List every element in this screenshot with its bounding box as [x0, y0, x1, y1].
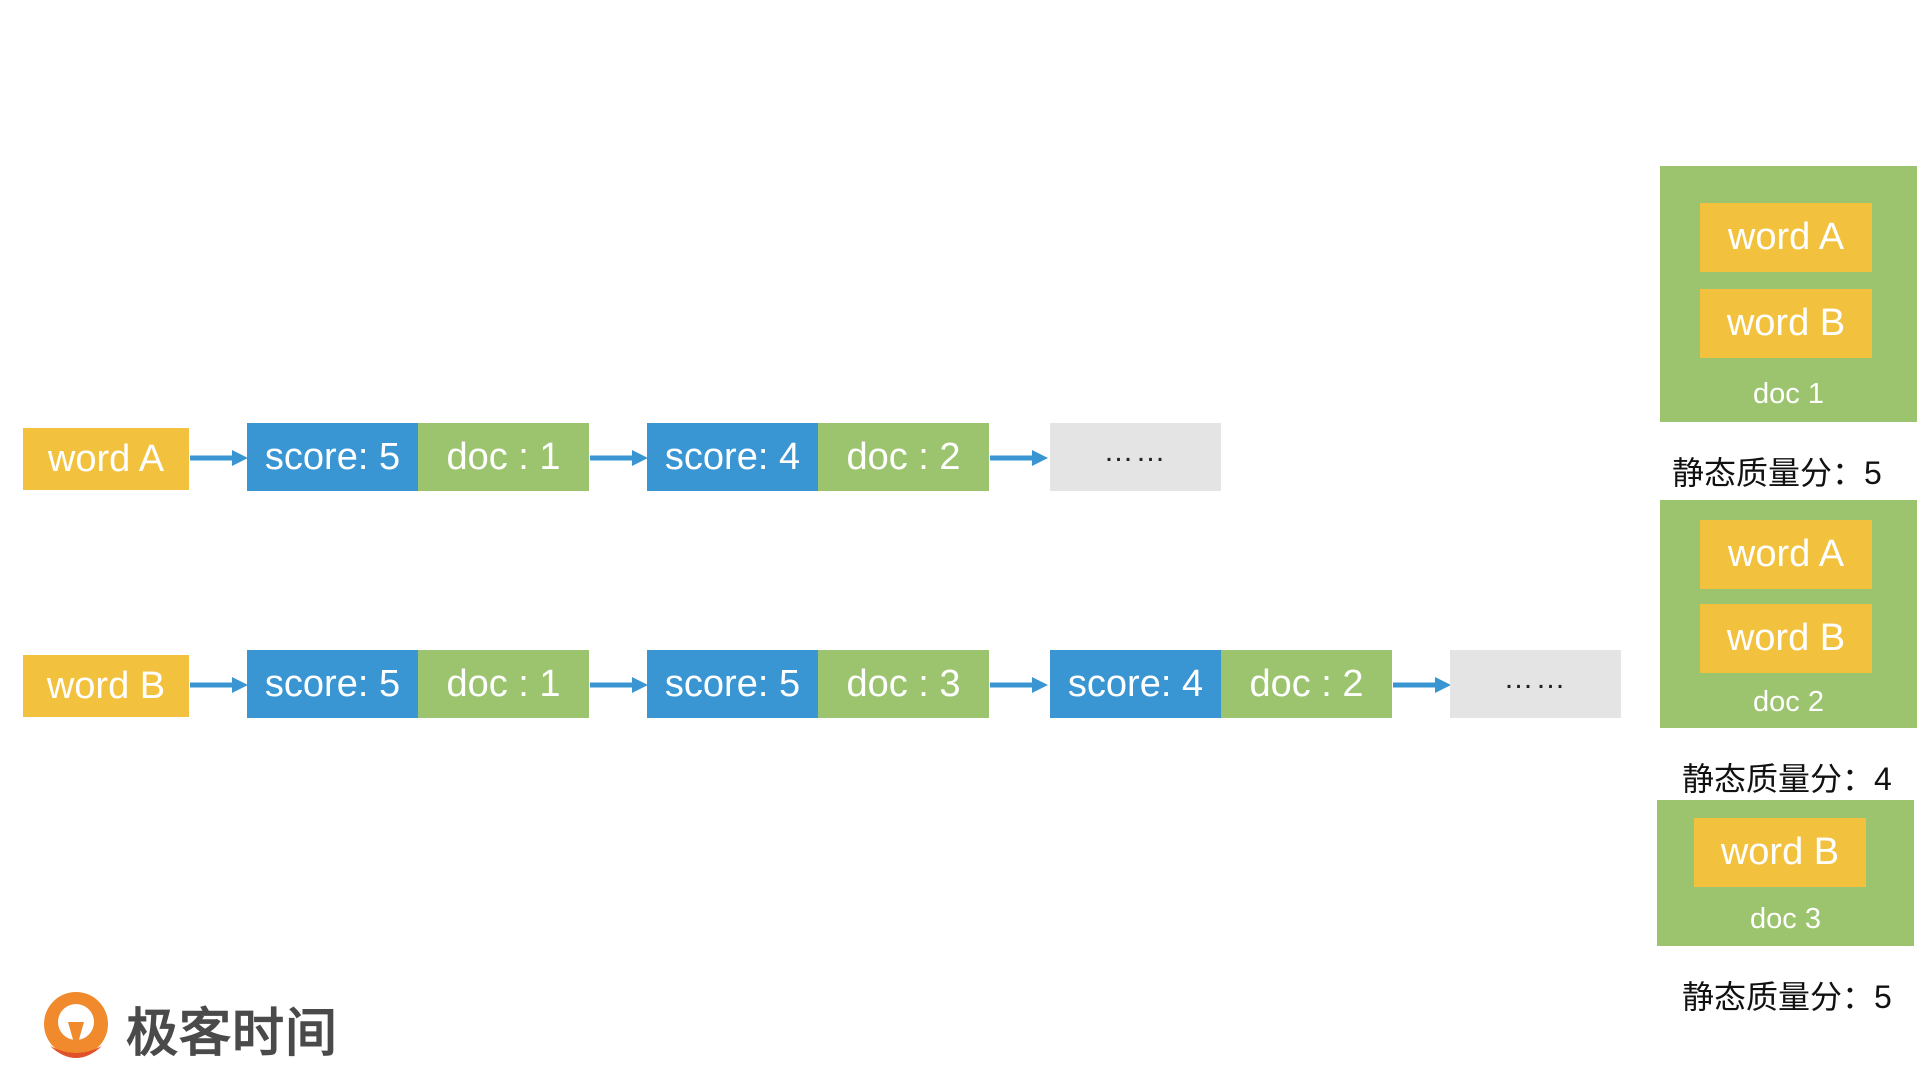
- doc-panel-1: word A word B doc 1: [1660, 166, 1917, 422]
- panel-word: word B: [1694, 818, 1866, 887]
- term-word-a: word A: [23, 428, 189, 490]
- panel-doc-label: doc 2: [1753, 686, 1824, 718]
- doc-panel-2: word A word B doc 2: [1660, 500, 1917, 728]
- posting-doc: doc : 1: [418, 650, 589, 718]
- logo-text: 极客时间: [126, 1004, 339, 1063]
- quality-score-label: 静态质量分：5: [1672, 455, 1882, 491]
- ellipsis-box: ……: [1050, 423, 1221, 491]
- logo: 极客时间: [42, 988, 362, 1068]
- posting-score: score: 5: [247, 650, 418, 718]
- posting-score: score: 5: [247, 423, 418, 491]
- arrow-icon: [590, 677, 648, 693]
- arrow-icon: [990, 677, 1048, 693]
- panel-doc-label: doc 1: [1753, 378, 1824, 410]
- panel-word: word A: [1700, 203, 1872, 272]
- posting-doc: doc : 1: [418, 423, 589, 491]
- term-word-b: word B: [23, 655, 189, 717]
- posting-doc: doc : 3: [818, 650, 989, 718]
- posting-score: score: 5: [647, 650, 818, 718]
- arrow-icon: [190, 450, 248, 466]
- geektime-logo-icon: [44, 992, 108, 1058]
- panel-word: word A: [1700, 520, 1872, 589]
- arrow-icon: [1393, 677, 1451, 693]
- doc-panel-3: word B doc 3: [1657, 800, 1914, 946]
- quality-score-label: 静态质量分：5: [1682, 979, 1892, 1015]
- panel-word: word B: [1700, 604, 1872, 673]
- posting-score: score: 4: [647, 423, 818, 491]
- panel-word: word B: [1700, 289, 1872, 358]
- arrow-icon: [590, 450, 648, 466]
- posting-doc: doc : 2: [1221, 650, 1392, 718]
- quality-score-label: 静态质量分：4: [1682, 761, 1892, 797]
- posting-score: score: 4: [1050, 650, 1221, 718]
- arrow-icon: [990, 450, 1048, 466]
- posting-doc: doc : 2: [818, 423, 989, 491]
- arrow-icon: [190, 677, 248, 693]
- ellipsis-box: ……: [1450, 650, 1621, 718]
- panel-doc-label: doc 3: [1750, 903, 1821, 935]
